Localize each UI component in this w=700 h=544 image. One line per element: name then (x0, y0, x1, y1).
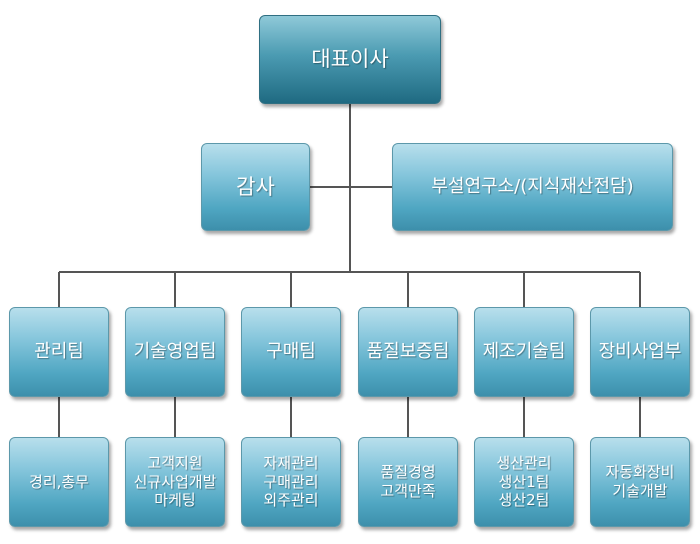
duties-label: 생산관리 생산1팀 생산2팀 (496, 453, 552, 510)
duties-box-management: 경리,총무 (9, 437, 109, 527)
ceo-box: 대표이사 (259, 15, 441, 104)
team-box-equipment: 장비사업부 (590, 307, 690, 397)
audit-box: 감사 (201, 143, 310, 231)
duties-label: 품질경영 고객만족 (380, 463, 436, 500)
duties-box-tech-sales: 고객지원 신규사업개발 마케팅 (125, 437, 225, 527)
team-box-tech-sales: 기술영업팀 (125, 307, 225, 397)
team-label: 제조기술팀 (482, 340, 566, 362)
duties-box-purchasing: 자재관리 구매관리 외주관리 (241, 437, 341, 527)
duties-label: 자동화장비 기술개발 (605, 463, 675, 500)
ceo-label: 대표이사 (311, 47, 389, 72)
team-label: 기술영업팀 (133, 340, 217, 362)
team-box-purchasing: 구매팀 (241, 307, 341, 397)
audit-label: 감사 (236, 174, 275, 199)
duties-label: 경리,총무 (29, 472, 89, 491)
team-box-management: 관리팀 (9, 307, 109, 397)
duties-box-quality: 품질경영 고객만족 (358, 437, 458, 527)
team-label: 품질보증팀 (366, 340, 450, 362)
team-label: 구매팀 (266, 340, 316, 362)
team-box-manufacturing: 제조기술팀 (474, 307, 574, 397)
team-box-quality: 품질보증팀 (358, 307, 458, 397)
duties-label: 고객지원 신규사업개발 마케팅 (133, 453, 217, 510)
research-lab-label: 부설연구소/(지식재산전담) (431, 175, 634, 197)
research-lab-box: 부설연구소/(지식재산전담) (392, 143, 673, 231)
duties-box-equipment: 자동화장비 기술개발 (590, 437, 690, 527)
team-label: 관리팀 (34, 340, 84, 362)
duties-box-manufacturing: 생산관리 생산1팀 생산2팀 (474, 437, 574, 527)
duties-label: 자재관리 구매관리 외주관리 (263, 453, 319, 510)
team-label: 장비사업부 (598, 340, 682, 362)
